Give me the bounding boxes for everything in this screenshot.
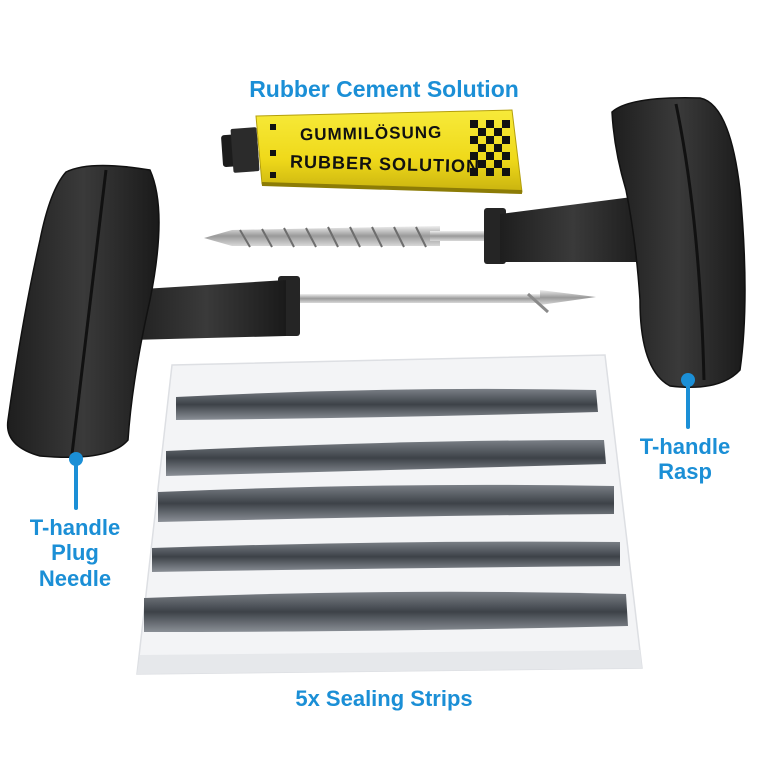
- plug-label-line3: Needle: [38, 565, 112, 591]
- sealing-strip: [166, 440, 606, 476]
- rubber-cement-tube: [221, 109, 523, 194]
- sealing-strip: [152, 541, 620, 572]
- sealing-strip: [158, 484, 614, 522]
- plug-needle-tool: [6, 164, 596, 459]
- tube-text-top: GUMMILÖSUNG: [299, 122, 443, 145]
- rasp-label-line1: T-handle: [639, 434, 731, 459]
- sealing-strips: [144, 388, 628, 632]
- sealing-strip: [176, 388, 598, 420]
- rasp-label-line2: Rasp: [658, 459, 712, 485]
- plug-label-line1: T-handle: [29, 515, 121, 540]
- sealing-strips-label: 5x Sealing Strips: [295, 686, 473, 711]
- rasp-callout-dot: [681, 373, 695, 387]
- plug-callout-dot: [69, 452, 83, 466]
- rasp-callout-line: [686, 381, 690, 429]
- rasp-label: T-handle Rasp: [610, 434, 760, 485]
- plug-needle-label: T-handle Plug Needle: [0, 515, 150, 591]
- rasp-tool: [204, 97, 746, 389]
- rubber-cement-label: Rubber Cement Solution: [249, 76, 519, 102]
- plug-label-line2: Plug: [51, 540, 99, 566]
- sealing-strip: [144, 591, 628, 632]
- plug-callout-line: [74, 460, 78, 510]
